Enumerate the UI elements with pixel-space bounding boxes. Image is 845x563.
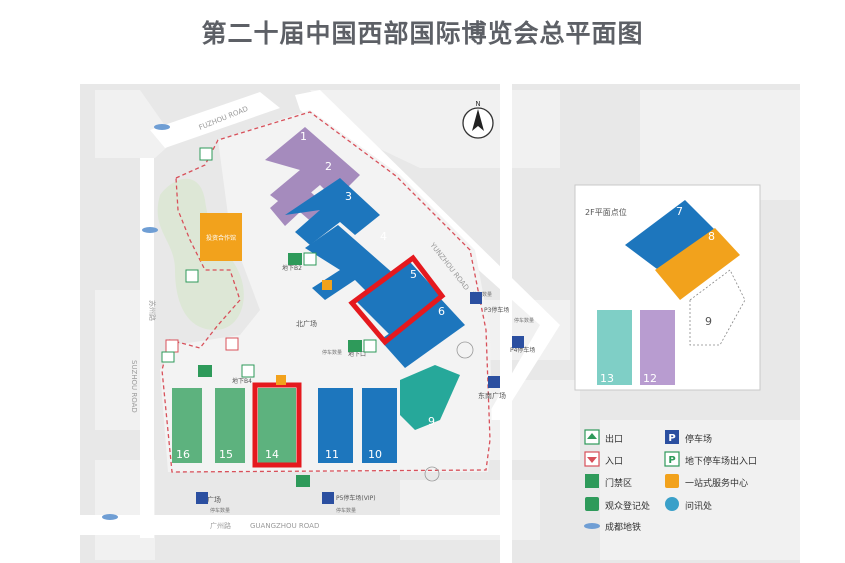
legend-label-gate: 门禁区 — [605, 477, 632, 489]
inset-hall-13-number: 13 — [600, 372, 614, 385]
orange-hall-label: 投资合作馆 — [206, 234, 236, 242]
inset-hall-7[interactable] — [625, 200, 720, 275]
underground-exit-label: 地下口 — [348, 350, 366, 358]
parking-count-e: 停车数量 — [336, 507, 356, 514]
p3-lot-label: P3停车场 — [484, 306, 509, 314]
hall-11-number: 11 — [325, 448, 339, 461]
legend-registration-icon — [585, 497, 599, 511]
south-plaza-label: 南广场 — [200, 495, 221, 504]
road-suzhou-cn-label: 苏州路 — [148, 300, 157, 321]
road-guangzhou-en-label: GUANGZHOU ROAD — [250, 522, 319, 530]
entrance-icon — [165, 337, 239, 353]
inset-hall-13[interactable] — [597, 310, 632, 385]
inset-title: 2F平面点位 — [585, 207, 627, 217]
legend-underground-parking-icon — [664, 451, 680, 467]
hall-2-number: 2 — [325, 160, 332, 173]
inset-hall-8[interactable] — [655, 228, 740, 300]
venue-boundary — [161, 111, 491, 473]
inset-hall-7-number: 7 — [676, 205, 683, 218]
hall-5-6[interactable] — [355, 262, 465, 368]
legend-parking-icon — [665, 430, 679, 444]
parking-count-a: 停车数量 — [322, 349, 342, 356]
metro-icon — [102, 124, 170, 520]
hall-14[interactable] — [258, 388, 296, 463]
hall-9[interactable] — [400, 365, 460, 430]
highlight-hall-5 — [348, 254, 446, 346]
underground2-label: 地下B4 — [232, 377, 252, 385]
parking-icon — [196, 292, 524, 504]
svg-text:P: P — [668, 455, 675, 466]
legend-label-registration: 观众登记处 — [605, 500, 650, 512]
legend-label-info-desk: 问讯处 — [685, 500, 712, 512]
hall-14-number: 14 — [265, 448, 279, 461]
hall-15[interactable] — [215, 388, 245, 463]
inset-hall-12[interactable] — [640, 310, 675, 385]
legend-label-exit: 出口 — [605, 433, 623, 445]
registration-icon — [185, 252, 377, 378]
hall-6-number: 6 — [438, 305, 445, 318]
hall-5-number: 5 — [410, 268, 417, 281]
road-guangzhou-cn-label: 广州路 — [210, 521, 231, 530]
legend-gate-icon — [585, 474, 599, 488]
legend-info-desk-icon — [665, 497, 679, 511]
east-plaza-label: 东南广场 — [478, 391, 506, 400]
parking-count-d: 停车数量 — [210, 507, 230, 514]
legend-label-parking: 停车场 — [685, 433, 712, 445]
underground-label: 地下B2 — [282, 264, 302, 272]
inset-hall-8-number: 8 — [708, 230, 715, 243]
hall-16-number: 16 — [176, 448, 190, 461]
page-title: 第二十届中国西部国际博览会总平面图 — [201, 19, 644, 48]
p-vip-label: P5停车场(VIP) — [336, 494, 376, 502]
parking-count-b: 停车数量 — [472, 291, 492, 298]
hall-11[interactable] — [318, 388, 353, 463]
exit-icon — [161, 147, 213, 363]
inset-hall-9-number: 9 — [705, 315, 712, 328]
hall-3-number: 3 — [345, 190, 352, 203]
legend-service-center-icon — [665, 474, 679, 488]
parking-count-c: 停车数量 — [514, 317, 534, 324]
gate-icon — [198, 253, 362, 487]
orange-hall[interactable] — [200, 213, 242, 261]
road-suzhou-en-label: SUZHOU ROAD — [130, 360, 138, 413]
legend-metro-icon — [584, 523, 600, 529]
hall-1-number: 1 — [300, 130, 307, 143]
legend-label-underground-parking: 地下停车场出入口 — [685, 455, 757, 467]
hall-15-number: 15 — [219, 448, 233, 461]
legend-label-service-center: 一站式服务中心 — [685, 477, 748, 489]
compass-needle — [472, 109, 484, 131]
hall-10-number: 10 — [368, 448, 382, 461]
p4-lot-label: P4停车场 — [510, 346, 535, 354]
hall-4-number: 4 — [380, 230, 387, 243]
hall-16[interactable] — [172, 388, 202, 463]
legend-label-entrance: 入口 — [605, 456, 623, 467]
service-center-icon — [276, 280, 332, 385]
inset-hall-9[interactable] — [689, 269, 746, 346]
legend-icons: P P — [584, 429, 680, 529]
tree-icon — [424, 341, 474, 482]
compass-label: N — [475, 100, 480, 108]
north-plaza-label: 北广场 — [296, 319, 317, 328]
hall-10[interactable] — [362, 388, 397, 463]
inset-hall-12-number: 12 — [643, 372, 657, 385]
legend-label-metro: 成都地铁 — [605, 521, 641, 533]
hall-9-number: 9 — [428, 415, 435, 428]
svg-text:P: P — [668, 433, 675, 444]
